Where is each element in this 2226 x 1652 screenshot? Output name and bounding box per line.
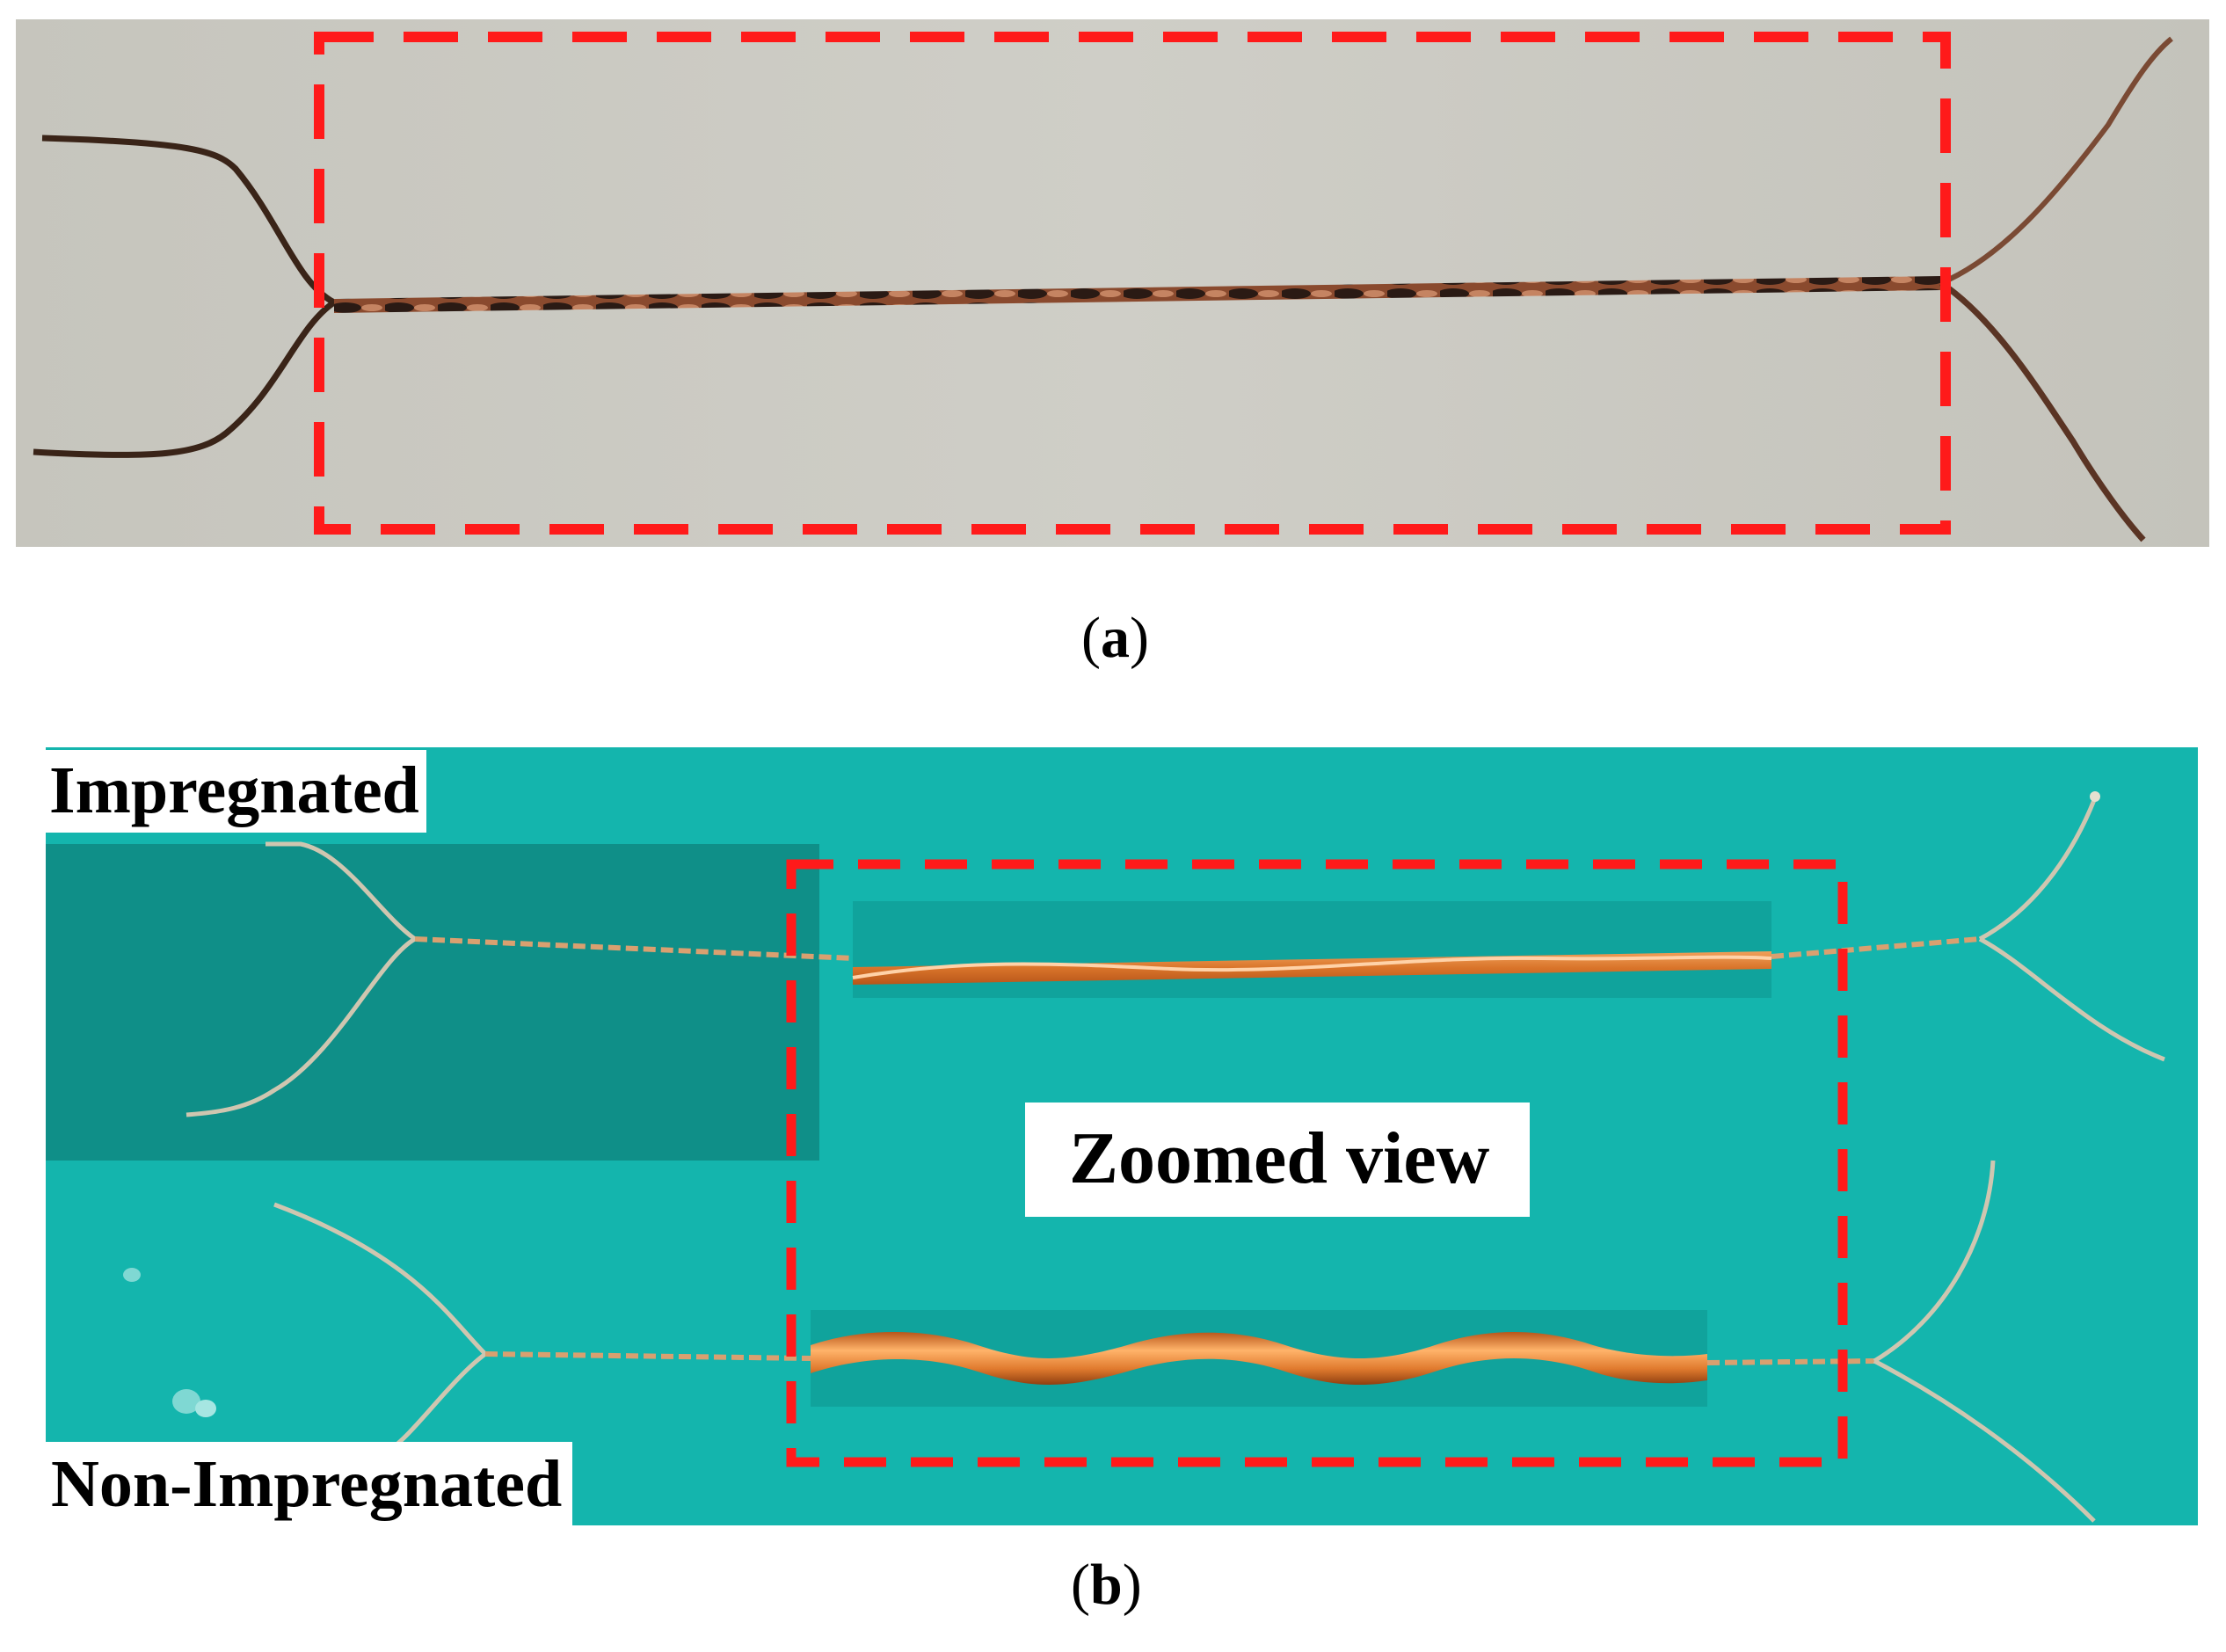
wire-lead-right-bottom	[1939, 280, 2146, 542]
panel-b-photo	[46, 747, 2198, 1525]
nonimpregnated-twist-left	[484, 1351, 811, 1361]
impregnated-zoom-twist	[852, 955, 1772, 979]
impregnated-zoom-strip	[853, 901, 1771, 998]
droplet	[123, 1268, 141, 1282]
droplet	[195, 1400, 216, 1417]
impregnated-lead-right-bottom	[1978, 936, 2165, 1062]
impregnated-lead-tip	[2090, 791, 2100, 802]
nonimpregnated-zoom-wire	[811, 1332, 1707, 1385]
nonimpregnated-lead-right-bottom	[1873, 1358, 2096, 1523]
highlight-box-a	[314, 32, 1951, 535]
panel-b-illustration	[46, 747, 2198, 1525]
impregnated-twist-left	[414, 936, 855, 961]
caption-a: (a)	[1081, 606, 1149, 670]
droplet	[172, 1389, 200, 1414]
highlight-box-b	[786, 859, 1848, 1467]
wire-lead-left-top	[41, 135, 336, 306]
panel-a-illustration	[16, 19, 2209, 547]
caption-b: (b)	[1071, 1553, 1142, 1617]
nonimpregnated-lead-right-top	[1873, 1160, 1996, 1364]
label-zoomed-view: Zoomed view	[1025, 1103, 1531, 1217]
nonimpregnated-lead-left-top	[273, 1202, 487, 1356]
label-non-impregnated: Non-Impregnated	[46, 1442, 573, 1528]
wire-lead-right-top	[1939, 36, 2173, 286]
impregnated-lead-left-bottom	[186, 936, 417, 1117]
twisted-wire-a	[334, 276, 1941, 313]
impregnated-lead-left-top	[266, 841, 417, 942]
panel-a-photo	[16, 19, 2209, 547]
impregnated-lead-right-top	[1978, 799, 2097, 942]
label-impregnated: Impregnated	[46, 750, 426, 833]
wire-lead-left-bottom	[33, 300, 336, 458]
panel-b-top-shade	[46, 844, 819, 1161]
nonimpregnated-twist-right	[1706, 1358, 1875, 1365]
